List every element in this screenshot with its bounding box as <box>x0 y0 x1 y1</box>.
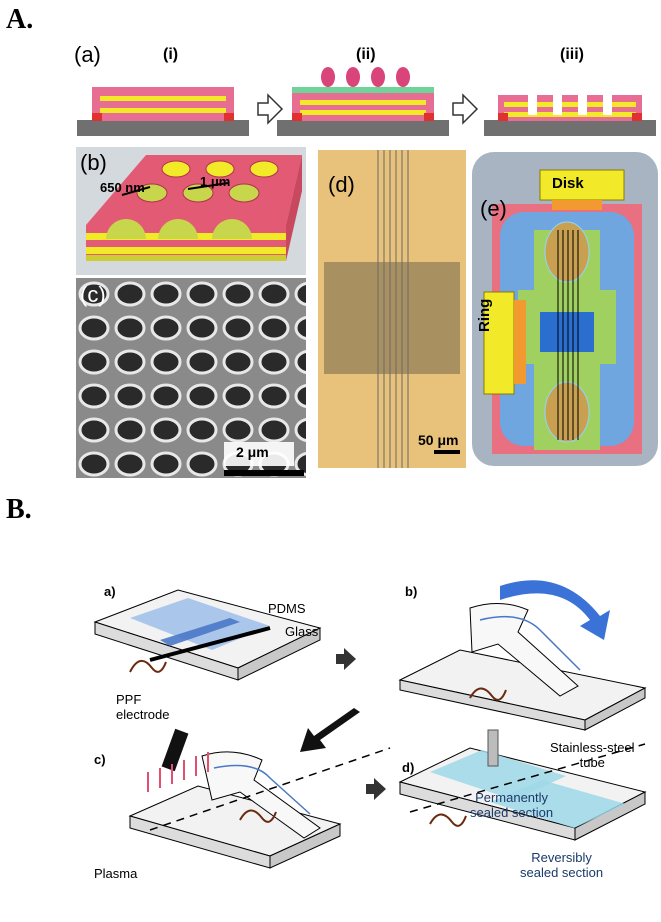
panel-e-label: (e) <box>480 196 507 221</box>
device-layout-schematic <box>472 152 658 466</box>
step-b-d-label: d) <box>402 760 415 775</box>
stack-step-ii <box>277 67 449 136</box>
fabrication-steps-diagram <box>77 67 656 136</box>
device-d <box>398 729 647 841</box>
tube-line-1: Stainless-steel <box>550 740 635 755</box>
perm-line-2: sealed section <box>470 805 554 820</box>
rev-line-2: sealed section <box>520 865 604 880</box>
arrow-right-icon <box>257 93 284 125</box>
step-b-a-label: a) <box>104 584 116 599</box>
device-b <box>398 580 647 731</box>
ppf-line-1: PPF <box>116 692 142 707</box>
permanently-sealed-label: Permanently sealed section <box>470 790 553 820</box>
perm-line-1: Permanently <box>475 790 549 805</box>
arrow-right-icon-b2 <box>366 778 386 800</box>
stainless-steel-tube-label: Stainless-steel tube <box>550 740 635 770</box>
ring-label: Ring <box>476 298 493 332</box>
perforated-stack-3d <box>76 147 306 275</box>
dim-1um: 1 μm <box>200 174 231 189</box>
panel-b-label: (b) <box>80 150 107 175</box>
ppf-electrode-label: PPF electrode <box>116 692 169 722</box>
stack-step-iii <box>484 95 656 136</box>
arrow-right-icon-2 <box>452 93 479 125</box>
device-a <box>93 589 322 681</box>
plasma-label: Plasma <box>94 866 138 881</box>
sem-image <box>76 278 306 478</box>
step-i-label: (i) <box>163 46 179 63</box>
optical-micrograph <box>318 150 466 468</box>
panel-b-letter: B. <box>6 494 32 525</box>
panel-c-label: (c) <box>80 282 106 307</box>
panel-a-letter: A. <box>6 4 34 35</box>
hole-row <box>106 160 279 239</box>
tube-line-2: tube <box>579 755 605 770</box>
arrow-down-left-icon <box>300 708 360 752</box>
step-ii-label: (ii) <box>356 46 376 63</box>
dim-650nm: 650 nm <box>100 180 145 195</box>
step-a-label: (a) <box>74 42 101 67</box>
device-c <box>128 728 342 869</box>
panel-d-label: (d) <box>328 172 355 197</box>
arrow-right-icon-b1 <box>336 648 356 670</box>
glass-label: Glass <box>285 624 319 639</box>
step-iii-label: (iii) <box>560 46 584 63</box>
pdms-label: PDMS <box>268 601 306 616</box>
sem-scale-bar-label: 2 μm <box>236 444 269 460</box>
micrograph-scale-bar-label: 50 μm <box>418 432 459 448</box>
reversibly-sealed-label: Reversibly sealed section <box>520 850 603 880</box>
step-b-c-label: c) <box>94 752 106 767</box>
ppf-line-2: electrode <box>116 707 170 722</box>
stack-step-i <box>77 87 249 136</box>
rev-line-1: Reversibly <box>531 850 592 865</box>
step-b-b-label: b) <box>405 584 418 599</box>
disk-label: Disk <box>552 175 584 192</box>
microfluidic-assembly-diagram <box>93 580 647 869</box>
